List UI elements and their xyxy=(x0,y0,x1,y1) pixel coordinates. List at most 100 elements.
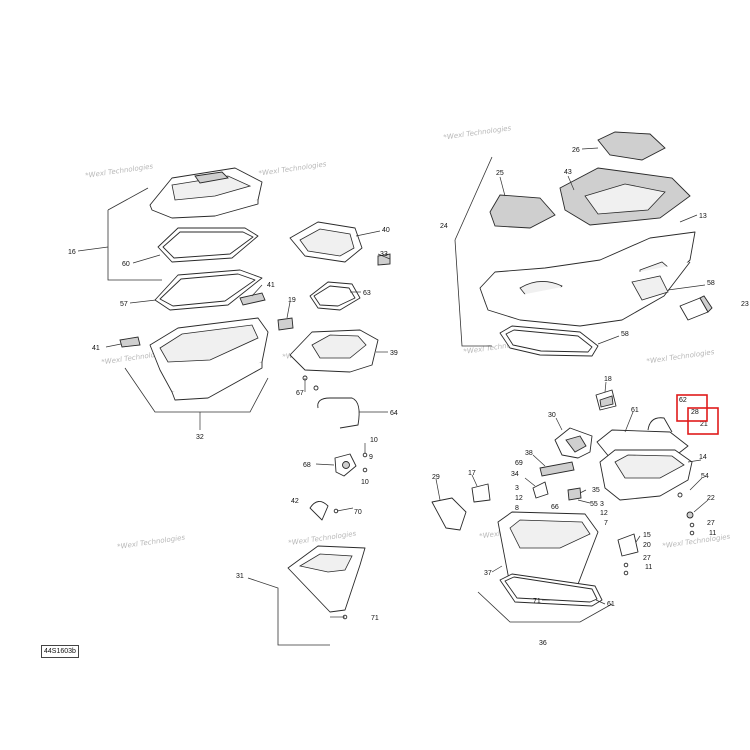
callout-66: 66 xyxy=(551,504,559,511)
watermark: *Wexl Technologies xyxy=(258,160,327,177)
leader-lines xyxy=(77,147,709,618)
callout-57: 57 xyxy=(120,301,128,308)
callout-40: 40 xyxy=(382,227,390,234)
end-cap-part[interactable] xyxy=(679,295,713,321)
watermark: *Wexl Technologies xyxy=(443,124,512,141)
callout-58-seal: 58 xyxy=(621,331,629,338)
callout-31: 31 xyxy=(236,573,244,580)
watermark: *Wexl Technologies xyxy=(85,162,154,179)
group-bracket xyxy=(124,367,269,413)
callout-27-lower: 27 xyxy=(643,555,651,562)
callout-71: 71 xyxy=(371,615,379,622)
callout-55: 55 xyxy=(590,501,598,508)
watermark: *Wexl Technologies xyxy=(662,533,731,550)
callout-26: 26 xyxy=(572,147,580,154)
rear-bin-gasket-part[interactable] xyxy=(499,573,603,607)
callout-14: 14 xyxy=(699,454,707,461)
callout-28: 28 xyxy=(691,409,699,416)
callout-10-lower: 10 xyxy=(361,479,369,486)
callout-15: 15 xyxy=(643,532,651,539)
fastener-part[interactable] xyxy=(677,492,695,536)
callout-43: 43 xyxy=(564,169,572,176)
lid-gasket-part[interactable] xyxy=(157,227,259,263)
glovebox-cover-part[interactable] xyxy=(289,221,391,266)
callout-11-lower: 11 xyxy=(645,564,652,571)
callout-69: 69 xyxy=(515,460,523,467)
callout-29: 29 xyxy=(432,474,440,481)
callout-23: 23 xyxy=(741,301,749,308)
storage-bin-part[interactable] xyxy=(149,317,269,401)
callout-71-right: 71 xyxy=(533,598,541,605)
watermark: *Wexl Technologies xyxy=(288,530,357,547)
callout-60: 60 xyxy=(122,261,130,268)
callout-13: 13 xyxy=(699,213,707,220)
callout-64: 64 xyxy=(390,410,398,417)
strap-cable-part[interactable] xyxy=(317,397,360,429)
watermark: *Wexl Technologies xyxy=(117,533,186,550)
callout-35: 35 xyxy=(592,487,600,494)
callout-10: 10 xyxy=(370,437,378,444)
callout-37: 37 xyxy=(484,570,492,577)
mat-front-part[interactable] xyxy=(597,131,666,161)
callout-24: 24 xyxy=(440,223,448,230)
callout-39: 39 xyxy=(390,350,398,357)
storage-tray-part[interactable] xyxy=(599,449,693,501)
callout-12-right: 12 xyxy=(600,510,608,517)
lock-cylinder-part[interactable] xyxy=(334,452,368,477)
callout-67: 67 xyxy=(296,390,304,397)
callout-11: 11 xyxy=(709,530,716,537)
callout-33: 33 xyxy=(380,251,388,258)
callout-68: 68 xyxy=(303,462,311,469)
callout-25: 25 xyxy=(496,170,504,177)
callout-7: 7 xyxy=(604,520,608,527)
spring-part[interactable] xyxy=(532,461,575,499)
callout-61-lower: 61 xyxy=(607,601,615,608)
watermark: *Wexl Technologies xyxy=(646,348,715,365)
callout-labels: 16 60 57 41 41 32 40 33 63 19 39 67 64 1… xyxy=(68,147,749,647)
hook-part[interactable] xyxy=(647,417,673,433)
callout-38: 38 xyxy=(525,450,533,457)
group-bracket xyxy=(107,187,162,281)
group-bracket xyxy=(477,591,613,623)
callout-61: 61 xyxy=(631,407,639,414)
mat-center-part[interactable] xyxy=(559,167,691,226)
cover-latch-part[interactable] xyxy=(554,427,593,459)
actuator-part[interactable] xyxy=(617,533,639,576)
callout-22: 22 xyxy=(707,495,715,502)
deck-seal-part[interactable] xyxy=(499,325,599,357)
callout-30: 30 xyxy=(548,412,556,419)
callout-20: 20 xyxy=(643,542,651,549)
bracket-small-part[interactable] xyxy=(431,483,582,531)
cup-holder-part[interactable] xyxy=(287,545,366,620)
handle-part[interactable] xyxy=(631,275,669,301)
callout-58: 58 xyxy=(707,280,715,287)
glovebox-seal-part[interactable] xyxy=(309,281,361,311)
callout-62: 62 xyxy=(679,397,687,404)
callout-34: 34 xyxy=(511,471,519,478)
callout-54: 54 xyxy=(701,473,709,480)
storage-lid-part[interactable] xyxy=(149,167,263,219)
deck-panel-part[interactable] xyxy=(479,231,696,327)
glovebox-body-part[interactable] xyxy=(289,329,379,391)
callout-18: 18 xyxy=(604,376,612,383)
callout-8: 8 xyxy=(515,505,519,512)
callout-27: 27 xyxy=(707,520,715,527)
hinge-part[interactable] xyxy=(119,336,141,348)
highlight-box xyxy=(687,407,719,435)
callout-12: 12 xyxy=(515,495,523,502)
callout-42: 42 xyxy=(291,498,299,505)
highlight-boxes xyxy=(676,394,719,435)
callout-3-right: 3 xyxy=(600,501,604,508)
mat-left-part[interactable] xyxy=(489,194,556,229)
latch-part[interactable] xyxy=(239,292,266,306)
latch-bracket-part[interactable] xyxy=(595,389,617,411)
callout-21: 21 xyxy=(700,421,708,428)
bin-gasket-part[interactable] xyxy=(154,269,263,311)
group-bracket xyxy=(247,577,330,646)
clip-part[interactable] xyxy=(277,317,294,331)
knob-part[interactable] xyxy=(309,501,339,521)
callout-36: 36 xyxy=(539,640,547,647)
callout-32: 32 xyxy=(196,434,204,441)
callout-41-hinge: 41 xyxy=(92,345,100,352)
